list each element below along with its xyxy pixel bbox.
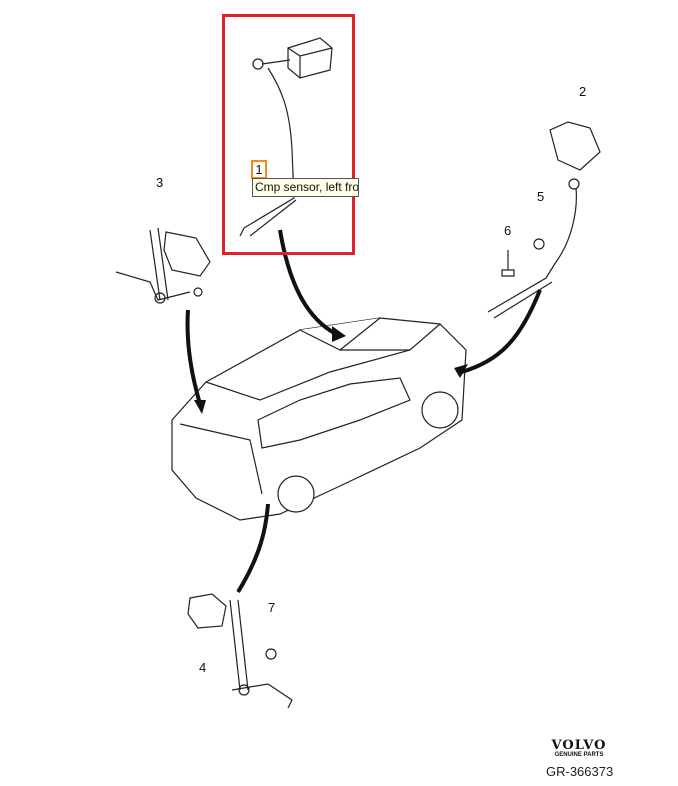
- brand-name: VOLVO: [551, 738, 607, 753]
- part-6-label[interactable]: 6: [504, 223, 512, 238]
- part-1-drawing: [239, 37, 333, 237]
- part-3-drawing: [115, 227, 211, 304]
- part-4-drawing: [187, 593, 293, 709]
- arrow-part-2: [461, 289, 542, 374]
- leader-arrows: [185, 229, 542, 594]
- part-1-callout[interactable]: 1: [251, 160, 267, 179]
- arrow-part-3: [185, 309, 202, 405]
- part-4-label[interactable]: 4: [199, 660, 207, 675]
- brand-subtitle: GENUINE PARTS: [554, 752, 604, 758]
- part-5-label[interactable]: 5: [537, 189, 545, 204]
- part-5-nut-drawing: [533, 238, 545, 250]
- part-6-bolt-drawing: [501, 250, 515, 277]
- part-3-label[interactable]: 3: [156, 175, 164, 190]
- car-drawing: [171, 317, 467, 521]
- part-7-label[interactable]: 7: [268, 600, 276, 615]
- part-tooltip: Cmp sensor, left from: [252, 178, 359, 197]
- arrow-part-1: [278, 229, 337, 336]
- part-7-nut-drawing: [265, 648, 277, 660]
- selected-part-highlight: [222, 14, 355, 255]
- part-2-drawing: [487, 121, 601, 319]
- diagram-reference: GR-366373: [546, 764, 614, 779]
- arrow-part-4: [236, 503, 270, 594]
- volvo-logo: VOLVO GENUINE PARTS: [548, 738, 610, 758]
- part-2-label[interactable]: 2: [579, 84, 587, 99]
